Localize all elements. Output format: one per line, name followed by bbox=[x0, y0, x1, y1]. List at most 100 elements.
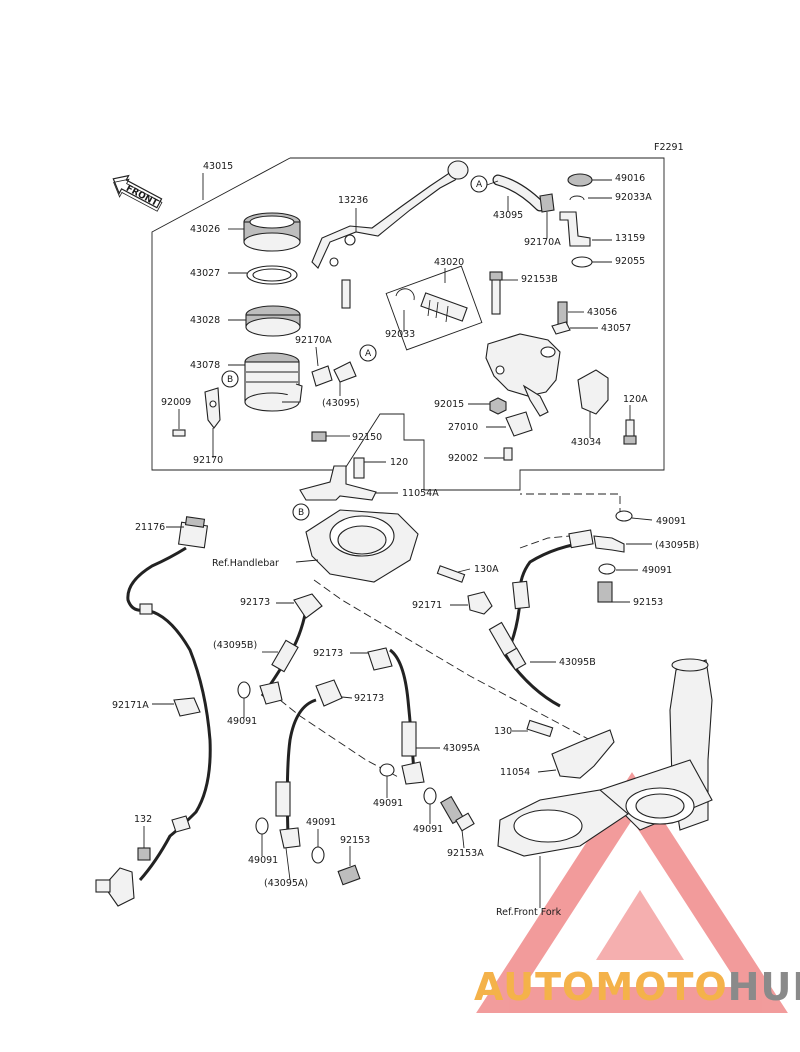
triple-clamp bbox=[497, 789, 629, 857]
part-label-p43028: 43028 bbox=[190, 315, 220, 326]
watermark-logo: AUTOMOTOHUB bbox=[474, 965, 800, 1009]
callout-letter-callout_b_mid: B bbox=[227, 375, 233, 385]
bolt-92150 bbox=[311, 431, 340, 442]
part-label-p43095B: 43095B bbox=[559, 657, 596, 668]
diagram-code: F2291 bbox=[654, 142, 684, 153]
part-label-p43020: 43020 bbox=[434, 257, 464, 268]
part-label-p92150: 92150 bbox=[352, 432, 382, 443]
part-label-p43015: 43015 bbox=[203, 161, 233, 172]
part-label-p49091_e: 49091 bbox=[306, 817, 336, 828]
bolt-92153 bbox=[597, 581, 613, 603]
part-label-p92002: 92002 bbox=[448, 453, 478, 464]
washer-49091-d bbox=[379, 763, 395, 777]
switch-27010 bbox=[505, 411, 533, 437]
sensor-connector-21176 bbox=[177, 516, 209, 549]
bleeder-43056 bbox=[557, 301, 568, 325]
handlebar-mount bbox=[305, 509, 419, 583]
watermark-part1: AUTOMOTO bbox=[474, 965, 728, 1009]
part-label-p43034: 43034 bbox=[571, 437, 601, 448]
reservoir-cap-43026 bbox=[243, 212, 301, 252]
circlip-92033 bbox=[395, 288, 415, 301]
abs-sensor bbox=[95, 867, 135, 907]
part-label-p92009: 92009 bbox=[161, 397, 191, 408]
ref-label-ref_handlebar: Ref.Handlebar bbox=[212, 558, 279, 569]
piston-43020 bbox=[420, 292, 468, 323]
part-label-p92153: 92153 bbox=[633, 597, 663, 608]
dash-guide bbox=[520, 493, 621, 516]
fitting-13159 bbox=[559, 211, 591, 247]
part-label-p92173_c: 92173 bbox=[354, 693, 384, 704]
part-label-p49091_f: 49091 bbox=[413, 824, 443, 835]
part-label-p92173_b: 92173 bbox=[313, 648, 343, 659]
leader bbox=[537, 769, 557, 773]
part-label-p43095_paren: (43095) bbox=[322, 398, 360, 409]
part-label-p92033: 92033 bbox=[385, 329, 415, 340]
clamp-92173-c bbox=[315, 679, 343, 707]
bolt-130 bbox=[526, 719, 554, 738]
part-label-p120A: 120A bbox=[623, 394, 648, 405]
assembly-frame-43015 bbox=[151, 157, 665, 491]
part-label-p92153A: 92153A bbox=[447, 848, 484, 859]
bolt-92153B bbox=[489, 271, 503, 315]
part-label-p43095B_paren_b: (43095B) bbox=[213, 640, 257, 651]
bolt-130A bbox=[436, 565, 466, 583]
leader bbox=[461, 829, 465, 849]
part-label-p92170A_top: 92170A bbox=[524, 237, 561, 248]
piston-kit-box-43020 bbox=[385, 265, 483, 351]
leader bbox=[457, 568, 471, 573]
leader bbox=[631, 517, 653, 521]
part-label-p49091_a: 49091 bbox=[656, 516, 686, 527]
part-label-p49091_g: 49091 bbox=[248, 855, 278, 866]
part-label-p43095: 43095 bbox=[493, 210, 523, 221]
leader bbox=[315, 346, 319, 367]
clamp-92171 bbox=[467, 591, 493, 615]
part-label-p49091_d: 49091 bbox=[373, 798, 403, 809]
part-label-p130: 130 bbox=[494, 726, 512, 737]
reservoir-43078 bbox=[244, 352, 303, 412]
part-label-p92170A_mid: 92170A bbox=[295, 335, 332, 346]
bracket-92170 bbox=[204, 387, 221, 429]
washer-49091-b bbox=[598, 563, 616, 575]
part-label-p130A: 130A bbox=[474, 564, 499, 575]
callout-letter-callout_a_top: A bbox=[476, 180, 483, 190]
part-label-p49091_c: 49091 bbox=[227, 716, 257, 727]
screw-92002 bbox=[503, 447, 513, 461]
part-label-p92055: 92055 bbox=[615, 256, 645, 267]
washer-49091-f bbox=[423, 787, 437, 805]
plate-43028 bbox=[245, 305, 301, 337]
part-label-p92033A: 92033A bbox=[615, 192, 652, 203]
callout-letter-callout_b_low: B bbox=[298, 508, 304, 518]
part-label-p92173_a: 92173 bbox=[240, 597, 270, 608]
hose-43095B-left bbox=[259, 593, 323, 705]
bracket-11054A bbox=[299, 465, 377, 501]
part-label-p49016: 49016 bbox=[615, 173, 645, 184]
part-label-p132: 132 bbox=[134, 814, 152, 825]
master-cylinder-body bbox=[485, 333, 561, 417]
part-label-p49091_b: 49091 bbox=[642, 565, 672, 576]
part-label-p13236: 13236 bbox=[338, 195, 368, 206]
part-label-p43095A_paren: (43095A) bbox=[264, 878, 308, 889]
washer-49091-c bbox=[237, 681, 251, 699]
clamp-92170A bbox=[311, 365, 333, 387]
part-label-p21176: 21176 bbox=[135, 522, 165, 533]
part-label-p92015: 92015 bbox=[434, 399, 464, 410]
nut-92015 bbox=[489, 397, 507, 415]
part-label-p11054A: 11054A bbox=[402, 488, 439, 499]
part-label-p92171: 92171 bbox=[412, 600, 442, 611]
part-label-p11054: 11054 bbox=[500, 767, 530, 778]
part-label-p43095B_paren_a: (43095B) bbox=[655, 540, 699, 551]
callout-letters: A A B B bbox=[227, 180, 483, 518]
part-label-p43095A: 43095A bbox=[443, 743, 480, 754]
part-label-p43027: 43027 bbox=[190, 268, 220, 279]
hose-43095B bbox=[488, 529, 625, 708]
bolt-92153A bbox=[440, 795, 475, 832]
part-label-p43057: 43057 bbox=[601, 323, 631, 334]
watermark-part2: HUB bbox=[728, 965, 800, 1009]
bolt-92153-b bbox=[337, 864, 361, 886]
callout-letter-callout_a_mid: A bbox=[365, 349, 372, 359]
bolt-120 bbox=[353, 457, 365, 479]
watermark-logo-triangle bbox=[476, 772, 788, 1013]
hose-43095A bbox=[275, 648, 425, 849]
